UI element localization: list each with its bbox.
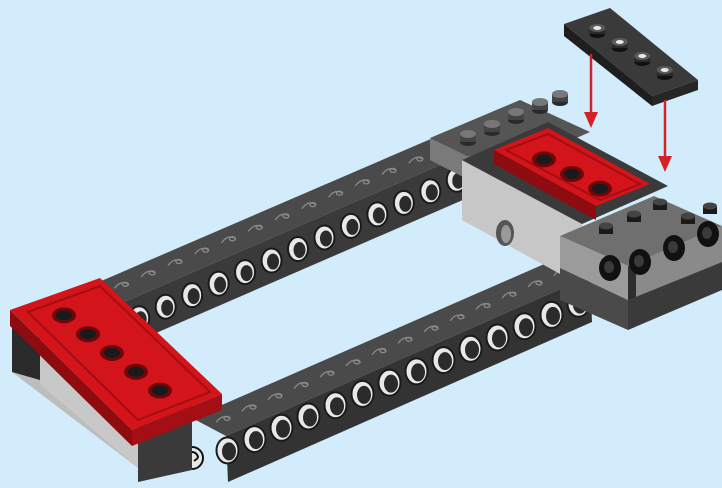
insert-arrow-left (584, 54, 598, 128)
insert-arrow-right (658, 100, 672, 172)
right-end-assembly (430, 90, 722, 330)
falling-black-plate (564, 8, 698, 106)
back-long-beam (92, 135, 472, 346)
